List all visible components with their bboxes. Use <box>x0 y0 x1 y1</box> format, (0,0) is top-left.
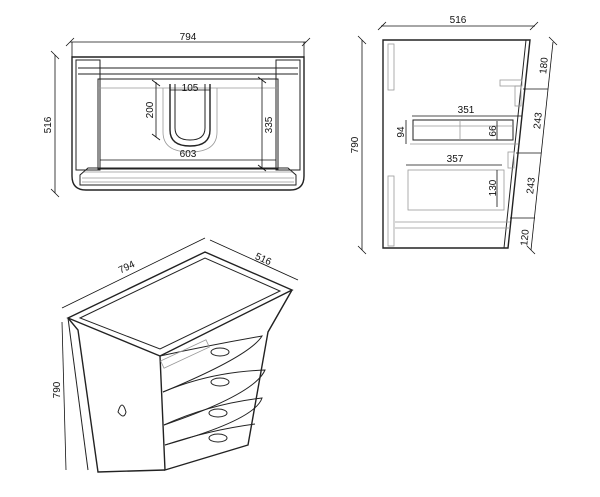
siphon-depth-label: 200 <box>145 101 156 118</box>
top-depth-label: 516 <box>43 116 54 133</box>
drawer-handle <box>210 377 230 387</box>
upper-drawer <box>412 119 514 141</box>
iso-depth-label: 516 <box>253 251 273 268</box>
inner-depth-label: 335 <box>264 116 275 133</box>
left-side-panel <box>75 59 101 171</box>
front-bottom-label: 120 <box>519 228 532 246</box>
drawer-handle <box>210 347 230 357</box>
front-top-label: 180 <box>538 56 551 74</box>
front-drawer-2-label: 243 <box>525 176 538 194</box>
lower-drawer-height-label: 130 <box>488 179 499 196</box>
iso-drawer-1 <box>159 335 263 393</box>
side-height-label: 790 <box>350 136 361 153</box>
iso-height-label: 790 <box>52 381 63 398</box>
upper-drawer-outer-height-label: 94 <box>396 126 407 138</box>
inner-frame <box>97 78 279 170</box>
siphon-cutout <box>169 84 211 147</box>
right-side-panel <box>275 59 301 171</box>
iso-side-panel <box>67 317 166 473</box>
iso-view: 794 516 790 <box>52 237 299 473</box>
iso-width-label: 794 <box>117 259 137 276</box>
top-view: 794 516 105 200 335 603 <box>43 32 311 198</box>
top-width-label: 794 <box>180 32 197 43</box>
drawer-front-top <box>79 167 297 186</box>
side-view: 516 790 180 243 243 120 351 94 66 357 13… <box>350 15 558 255</box>
siphon-width-label: 105 <box>182 83 199 94</box>
iso-drawer-3 <box>163 397 263 446</box>
side-logo <box>117 404 127 417</box>
drawer-handle <box>208 433 228 443</box>
front-drawer-1-label: 243 <box>532 111 545 129</box>
iso-drawer-2 <box>162 369 266 426</box>
lower-drawer-depth-label: 357 <box>447 154 464 165</box>
upper-drawer-depth-label: 351 <box>458 105 475 116</box>
drawer-handle <box>208 408 228 418</box>
inner-width-label: 603 <box>180 149 197 160</box>
upper-drawer-inner-height-label: 66 <box>488 125 499 137</box>
side-depth-label: 516 <box>450 15 467 26</box>
side-view-outline <box>382 39 531 249</box>
lower-drawer <box>407 169 505 211</box>
top-view-outline <box>71 56 305 191</box>
